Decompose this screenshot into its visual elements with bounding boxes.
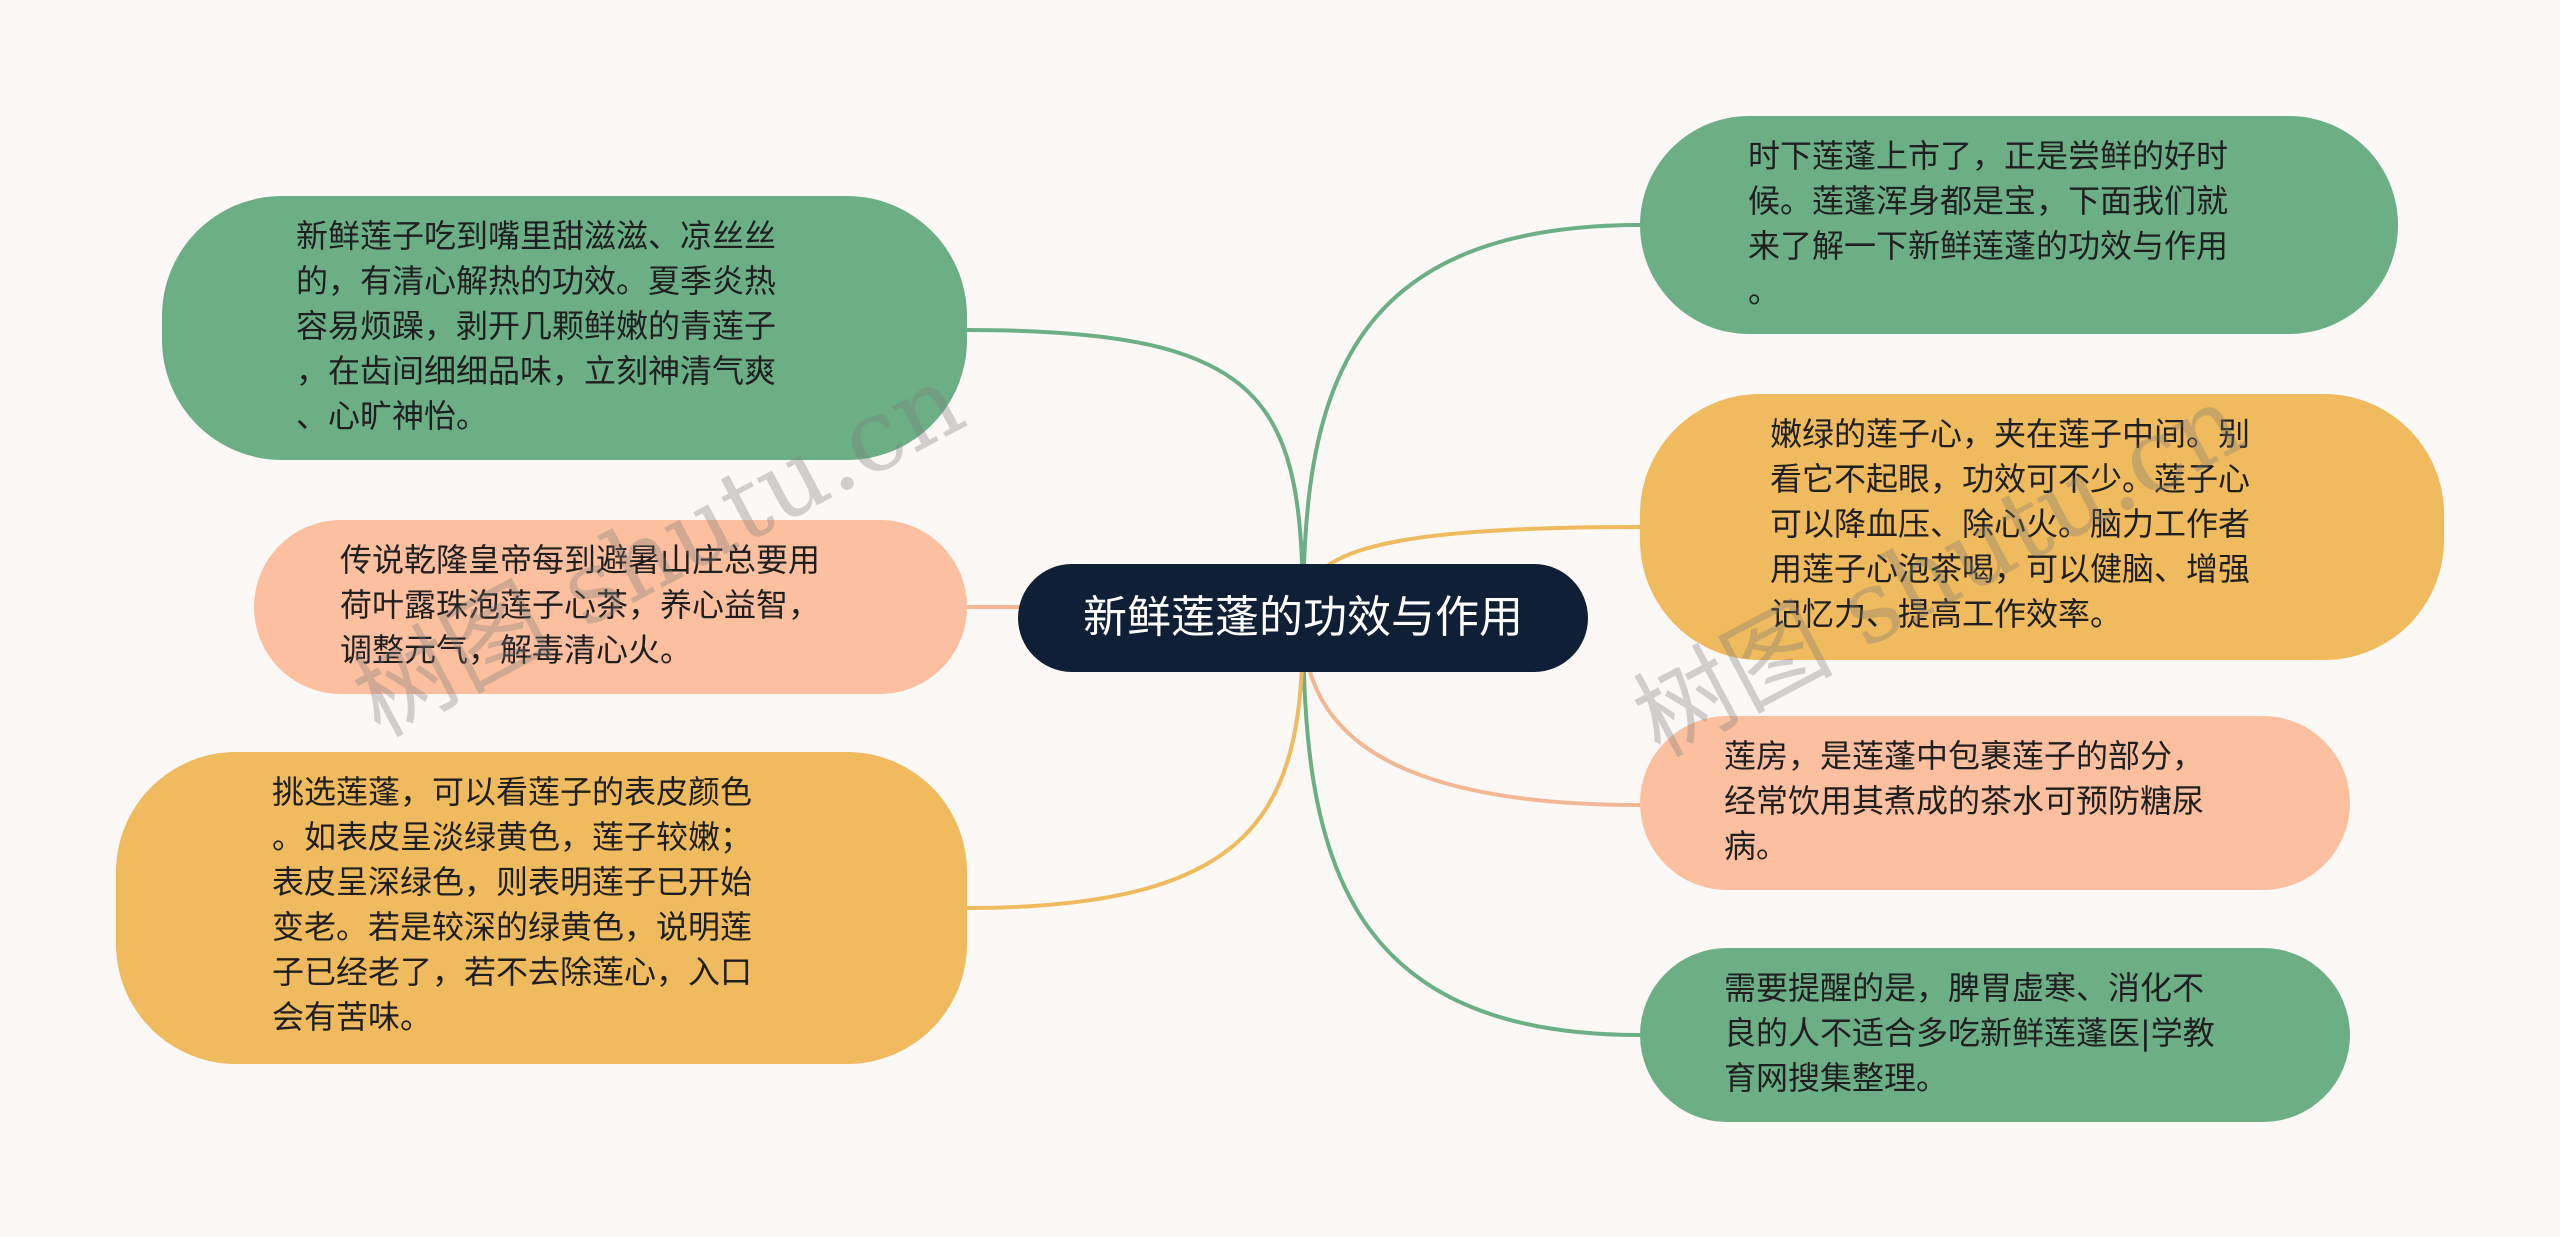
right-node-intro[interactable]: 时下莲蓬上市了，正是尝鲜的好时 候。莲蓬浑身都是宝，下面我们就 来了解一下新鲜莲… [1640,116,2398,334]
left-node-fresh-lotus-seed[interactable]: 新鲜莲子吃到嘴里甜滋滋、凉丝丝 的，有清心解热的功效。夏季炎热 容易烦躁，剥开几… [162,196,967,460]
link-right4 [1301,617,1641,1037]
right-node-lotus-heart[interactable]: 嫩绿的莲子心，夹在莲子中间。别 看它不起眼，功效可不少。莲子心 可以降血压、除心… [1640,394,2444,660]
right-node-lotus-pod[interactable]: 莲房，是莲蓬中包裹莲子的部分， 经常饮用其煮成的茶水可预防糖尿 病。 [1640,716,2350,890]
left-node-qianlong-legend[interactable]: 传说乾隆皇帝每到避暑山庄总要用 荷叶露珠泡莲子心茶，养心益智， 调整元气，解毒清… [254,520,967,694]
link-right1 [1301,223,1641,619]
left-node-choosing-lotus[interactable]: 挑选莲蓬，可以看莲子的表皮颜色 。如表皮呈淡绿黄色，莲子较嫩； 表皮呈深绿色，则… [116,752,967,1064]
right-node-reminder[interactable]: 需要提醒的是，脾胃虚寒、消化不 良的人不适合多吃新鲜莲蓬医|学教 育网搜集整理。 [1640,948,2350,1122]
center-node-title[interactable]: 新鲜莲蓬的功效与作用 [1018,564,1588,672]
link-left1 [966,328,1305,619]
link-left3 [966,617,1305,910]
